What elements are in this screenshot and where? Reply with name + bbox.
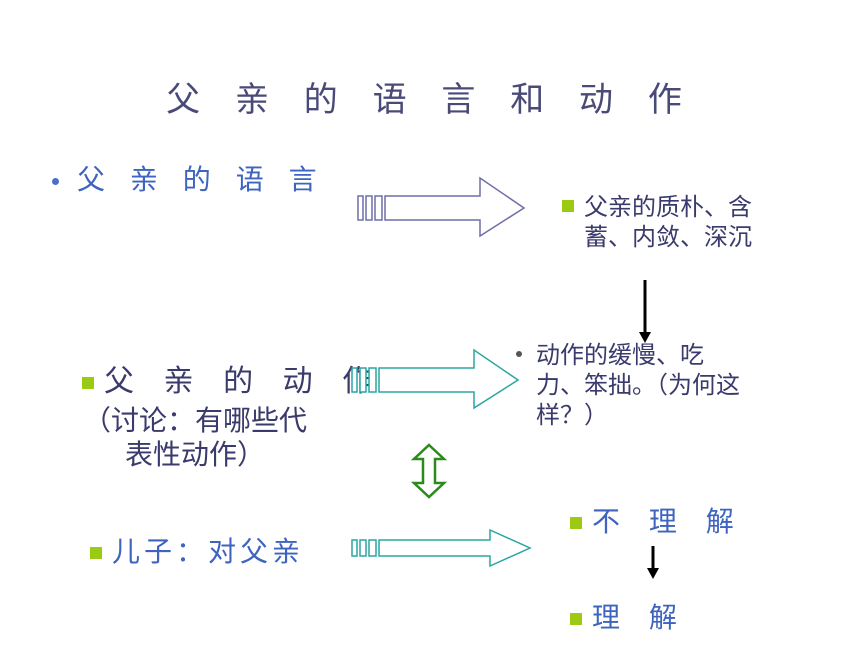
action-result: 动作的缓慢、吃力、笨拙。（为何这样？） [516, 340, 776, 430]
striped-block-arrow-icon [351, 528, 532, 568]
son-result-after-text: 理 解 [592, 601, 687, 634]
bullet-square-icon [82, 376, 94, 389]
language-label: 父 亲 的 语 言 [52, 158, 325, 198]
language-label-text: 父 亲 的 语 言 [77, 163, 325, 196]
son-label: 儿子：对父亲 [90, 530, 304, 570]
page-title: 父 亲 的 语 言 和 动 作 [166, 80, 694, 120]
action-result-text: 动作的缓慢、吃力、笨拙。（为何这样？） [536, 341, 740, 429]
bullet-square-icon [562, 200, 574, 212]
bullet-square-icon [570, 517, 582, 529]
son-result-after: 理 解 [570, 596, 687, 636]
son-label-text: 儿子：对父亲 [112, 535, 305, 568]
language-result-text: 父亲的质朴、含蓄、内敛、深沉 [584, 193, 752, 251]
language-result: 父亲的质朴、含蓄、内敛、深沉 [562, 192, 822, 252]
down-arrow-icon [647, 546, 659, 579]
son-result-before: 不 理 解 [570, 500, 744, 540]
striped-block-arrow-icon [357, 176, 526, 238]
down-arrow-icon [639, 280, 651, 343]
action-label-text: 父 亲 的 动 作 [104, 364, 383, 399]
son-result-before-text: 不 理 解 [592, 505, 744, 538]
bullet-square-icon [570, 613, 582, 625]
bullet-dot-icon [52, 177, 59, 185]
action-label: 父 亲 的 动 作 （讨论：有哪些代表性动作） [82, 356, 382, 472]
bullet-dot-icon [516, 351, 522, 357]
action-note: （讨论：有哪些代表性动作） [82, 404, 307, 471]
double-vertical-arrow-icon [410, 443, 448, 499]
striped-block-arrow-icon [351, 348, 520, 410]
bullet-square-icon [90, 547, 102, 559]
